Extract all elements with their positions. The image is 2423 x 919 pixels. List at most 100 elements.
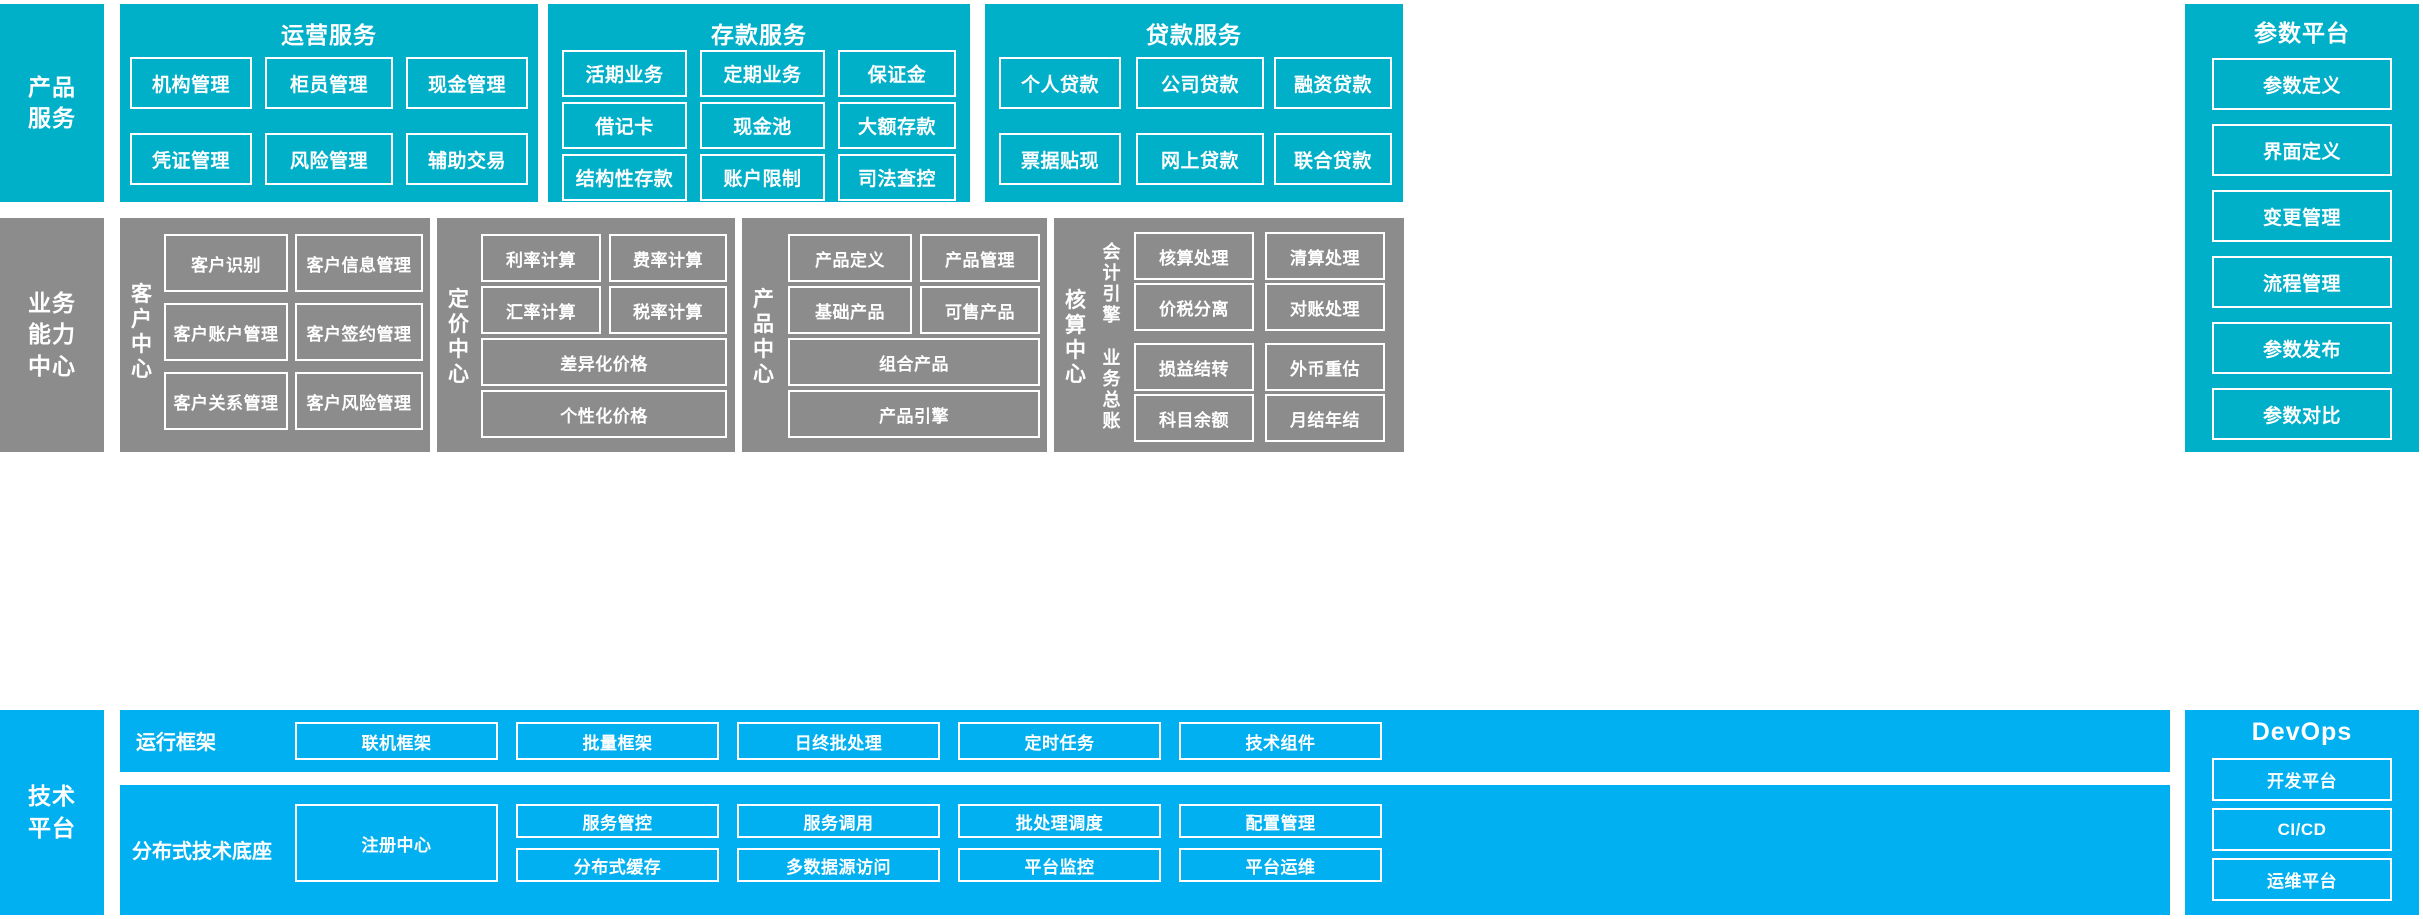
cell-pricing-wide-1[interactable]: 个性化价格	[481, 390, 727, 438]
cell-accounting-5[interactable]: 外币重估	[1265, 343, 1385, 391]
cell-dist-top-0[interactable]: 服务管控	[516, 804, 719, 838]
cell-operation-5[interactable]: 辅助交易	[406, 133, 528, 185]
cell-accounting-0[interactable]: 核算处理	[1134, 232, 1254, 280]
cell-runtime-0[interactable]: 联机框架	[295, 722, 498, 760]
center-label-accounting: 核算中心	[1065, 288, 1087, 387]
cell-dist-bottom-2[interactable]: 平台监控	[958, 848, 1161, 882]
cell-deposit-4[interactable]: 现金池	[700, 102, 825, 149]
cell-product-0[interactable]: 产品定义	[788, 234, 912, 282]
cell-loan-0[interactable]: 个人贷款	[999, 57, 1121, 109]
cell-dist-bottom-1[interactable]: 多数据源访问	[737, 848, 940, 882]
cell-operation-0[interactable]: 机构管理	[130, 57, 252, 109]
center-pricing: 定价中心 利率计算 费率计算 汇率计算 税率计算 差异化价格 个性化价格	[437, 218, 735, 452]
cell-operation-2[interactable]: 现金管理	[406, 57, 528, 109]
cell-dist-bottom-3[interactable]: 平台运维	[1179, 848, 1382, 882]
cell-product-1[interactable]: 产品管理	[920, 234, 1040, 282]
cell-param-4[interactable]: 参数发布	[2212, 322, 2392, 374]
row-label-business-text: 业务能力中心	[28, 290, 76, 379]
row-label-business-capability: 业务能力中心	[0, 218, 104, 452]
cell-pricing-0[interactable]: 利率计算	[481, 234, 601, 282]
group-loan-service: 贷款服务 个人贷款 公司贷款 融资贷款 票据贴现 网上贷款 联合贷款	[985, 4, 1403, 202]
center-label-customer: 客户中心	[131, 283, 153, 381]
cell-dist-top-2[interactable]: 批处理调度	[958, 804, 1161, 838]
band-label-distributed: 分布式技术底座	[132, 841, 272, 863]
cell-customer-1[interactable]: 客户信息管理	[295, 234, 423, 292]
group-title-parameter-platform: 参数平台	[2254, 20, 2350, 46]
cell-deposit-8[interactable]: 司法查控	[838, 154, 956, 201]
cell-deposit-7[interactable]: 账户限制	[700, 154, 825, 201]
cell-accounting-7[interactable]: 月结年结	[1265, 394, 1385, 442]
subgroup-label-general-ledger: 业务总账	[1102, 347, 1122, 432]
cell-pricing-3[interactable]: 税率计算	[609, 286, 727, 334]
group-parameter-platform: 参数平台 参数定义 界面定义 变更管理 流程管理 参数发布 参数对比	[2185, 4, 2419, 452]
cell-product-wide-1[interactable]: 产品引擎	[788, 390, 1040, 438]
band-distributed-base: 分布式技术底座 注册中心 服务管控 服务调用 批处理调度 配置管理 分布式缓存 …	[120, 785, 2170, 915]
cell-runtime-3[interactable]: 定时任务	[958, 722, 1161, 760]
cell-param-5[interactable]: 参数对比	[2212, 388, 2392, 440]
cell-param-1[interactable]: 界面定义	[2212, 124, 2392, 176]
cell-devops-1[interactable]: CI/CD	[2212, 808, 2392, 851]
group-title-loan: 贷款服务	[1146, 22, 1242, 48]
row-label-tech-text: 技术平台	[28, 783, 76, 841]
center-label-pricing: 定价中心	[448, 288, 470, 386]
cell-product-3[interactable]: 可售产品	[920, 286, 1040, 334]
cell-deposit-1[interactable]: 定期业务	[700, 50, 825, 97]
cell-loan-1[interactable]: 公司贷款	[1136, 57, 1264, 109]
center-label-product: 产品中心	[753, 288, 775, 386]
row-label-tech-platform: 技术平台	[0, 710, 104, 915]
cell-accounting-2[interactable]: 价税分离	[1134, 283, 1254, 331]
center-product: 产品中心 产品定义 产品管理 基础产品 可售产品 组合产品 产品引擎	[742, 218, 1047, 452]
cell-customer-3[interactable]: 客户签约管理	[295, 303, 423, 361]
row-label-line-1: 产品服务	[28, 73, 76, 131]
cell-pricing-1[interactable]: 费率计算	[609, 234, 727, 282]
cell-product-2[interactable]: 基础产品	[788, 286, 912, 334]
cell-customer-4[interactable]: 客户关系管理	[164, 372, 288, 430]
cell-pricing-2[interactable]: 汇率计算	[481, 286, 601, 334]
center-accounting: 核算中心 会计引擎 业务总账 核算处理 清算处理 价税分离 对账处理 损益结转 …	[1054, 218, 1404, 452]
cell-registry-center[interactable]: 注册中心	[295, 804, 498, 882]
group-devops: DevOps 开发平台 CI/CD 运维平台	[2185, 710, 2419, 915]
cell-product-wide-0[interactable]: 组合产品	[788, 338, 1040, 386]
cell-param-2[interactable]: 变更管理	[2212, 190, 2392, 242]
cell-operation-1[interactable]: 柜员管理	[265, 57, 393, 109]
band-label-runtime: 运行框架	[136, 732, 216, 754]
cell-deposit-5[interactable]: 大额存款	[838, 102, 956, 149]
center-customer: 客户中心 客户识别 客户信息管理 客户账户管理 客户签约管理 客户关系管理 客户…	[120, 218, 430, 452]
group-title-devops: DevOps	[2251, 718, 2353, 746]
cell-loan-2[interactable]: 融资贷款	[1274, 57, 1392, 109]
cell-accounting-3[interactable]: 对账处理	[1265, 283, 1385, 331]
cell-param-0[interactable]: 参数定义	[2212, 58, 2392, 110]
cell-operation-3[interactable]: 凭证管理	[130, 133, 252, 185]
cell-param-3[interactable]: 流程管理	[2212, 256, 2392, 308]
cell-accounting-1[interactable]: 清算处理	[1265, 232, 1385, 280]
cell-operation-4[interactable]: 风险管理	[265, 133, 393, 185]
cell-devops-0[interactable]: 开发平台	[2212, 758, 2392, 801]
cell-customer-0[interactable]: 客户识别	[164, 234, 288, 292]
cell-pricing-wide-0[interactable]: 差异化价格	[481, 338, 727, 386]
group-deposit-service: 存款服务 活期业务 定期业务 保证金 借记卡 现金池 大额存款 结构性存款 账户…	[548, 4, 970, 202]
row-label-product-service: 产品服务	[0, 4, 104, 202]
cell-customer-5[interactable]: 客户风险管理	[295, 372, 423, 430]
group-title-operation: 运营服务	[281, 22, 377, 48]
cell-runtime-4[interactable]: 技术组件	[1179, 722, 1382, 760]
cell-accounting-4[interactable]: 损益结转	[1134, 343, 1254, 391]
cell-loan-3[interactable]: 票据贴现	[999, 133, 1121, 185]
cell-accounting-6[interactable]: 科目余额	[1134, 394, 1254, 442]
cell-devops-2[interactable]: 运维平台	[2212, 858, 2392, 901]
cell-customer-2[interactable]: 客户账户管理	[164, 303, 288, 361]
subgroup-label-accounting-engine: 会计引擎	[1102, 241, 1122, 326]
cell-deposit-3[interactable]: 借记卡	[562, 102, 687, 149]
cell-deposit-6[interactable]: 结构性存款	[562, 154, 687, 201]
cell-dist-top-1[interactable]: 服务调用	[737, 804, 940, 838]
cell-loan-5[interactable]: 联合贷款	[1274, 133, 1392, 185]
band-runtime-framework: 运行框架 联机框架 批量框架 日终批处理 定时任务 技术组件	[120, 710, 2170, 772]
cell-deposit-0[interactable]: 活期业务	[562, 50, 687, 97]
cell-loan-4[interactable]: 网上贷款	[1136, 133, 1264, 185]
cell-dist-bottom-0[interactable]: 分布式缓存	[516, 848, 719, 882]
cell-dist-top-3[interactable]: 配置管理	[1179, 804, 1382, 838]
cell-runtime-2[interactable]: 日终批处理	[737, 722, 940, 760]
cell-runtime-1[interactable]: 批量框架	[516, 722, 719, 760]
cell-deposit-2[interactable]: 保证金	[838, 50, 956, 97]
group-operation-service: 运营服务 机构管理 柜员管理 现金管理 凭证管理 风险管理 辅助交易	[120, 4, 538, 202]
